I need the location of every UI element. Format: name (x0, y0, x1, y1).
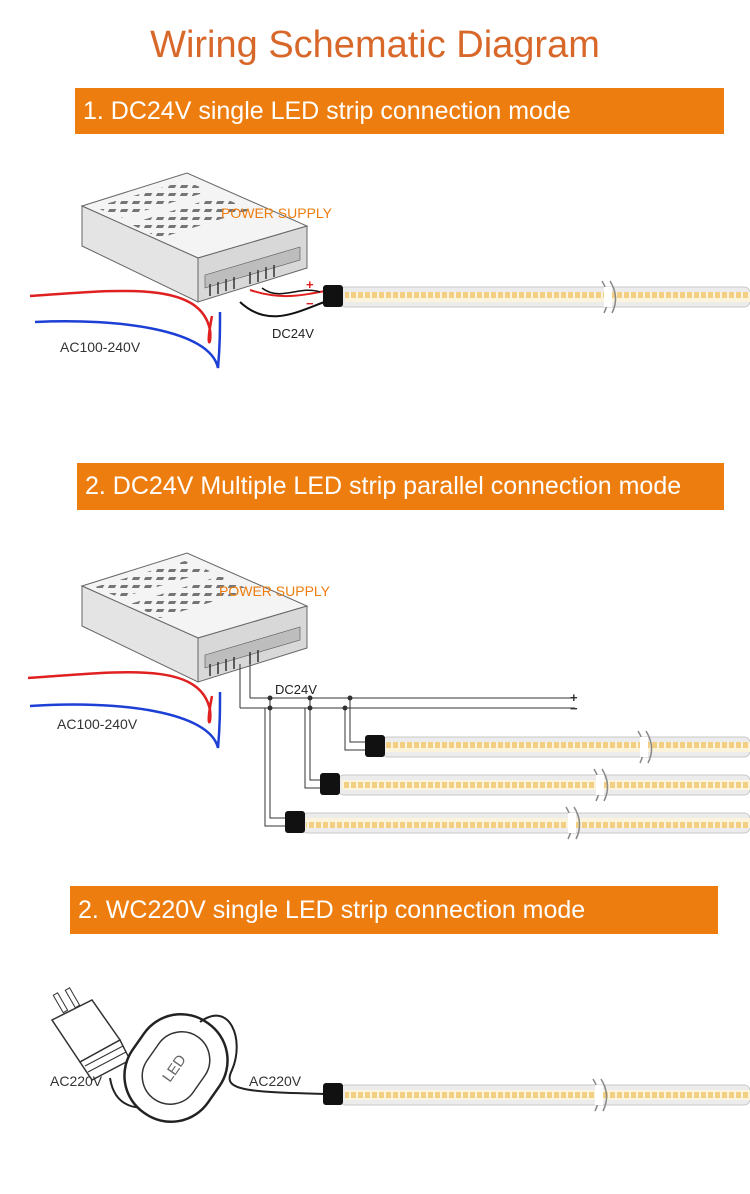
ac-input-label-2: AC100-240V (57, 716, 138, 732)
plug-icon (50, 987, 131, 1081)
ac-input-label-1: AC100-240V (60, 339, 141, 355)
minus-label-1: − (306, 296, 314, 311)
section-2-banner: 2. DC24V Multiple LED strip parallel con… (77, 463, 724, 510)
led-strip-2b (320, 768, 750, 802)
led-strip-2a (365, 730, 750, 764)
plus-label-1: + (306, 277, 314, 292)
led-strip-3 (323, 1078, 750, 1112)
ac220-label-right: AC220V (249, 1073, 302, 1089)
section-3-banner: 2. WC220V single LED strip connection mo… (70, 886, 718, 934)
minus-label-2: − (570, 701, 578, 716)
power-supply-2 (80, 552, 309, 683)
plus-label-2: + (570, 690, 578, 705)
dc-output-label-1: DC24V (272, 326, 314, 341)
power-supply-label-1: POWER SUPPLY (221, 205, 332, 221)
page-title: Wiring Schematic Diagram (150, 24, 600, 66)
power-supply-label-2: POWER SUPPLY (219, 583, 330, 599)
power-supply-1 (80, 172, 309, 303)
section-3-heading: 2. WC220V single LED strip connection mo… (78, 895, 586, 924)
led-controller-icon (123, 1012, 229, 1124)
section-2-heading: 2. DC24V Multiple LED strip parallel con… (85, 472, 682, 500)
dc-bus (239, 660, 575, 827)
led-strip-1 (323, 280, 750, 314)
dc-output-label-2: DC24V (275, 682, 317, 697)
led-strip-2c (285, 806, 750, 840)
ac220-label-left: AC220V (50, 1073, 103, 1089)
section-1-heading: 1. DC24V single LED strip connection mod… (83, 96, 571, 125)
section-1-banner: 1. DC24V single LED strip connection mod… (75, 88, 724, 134)
